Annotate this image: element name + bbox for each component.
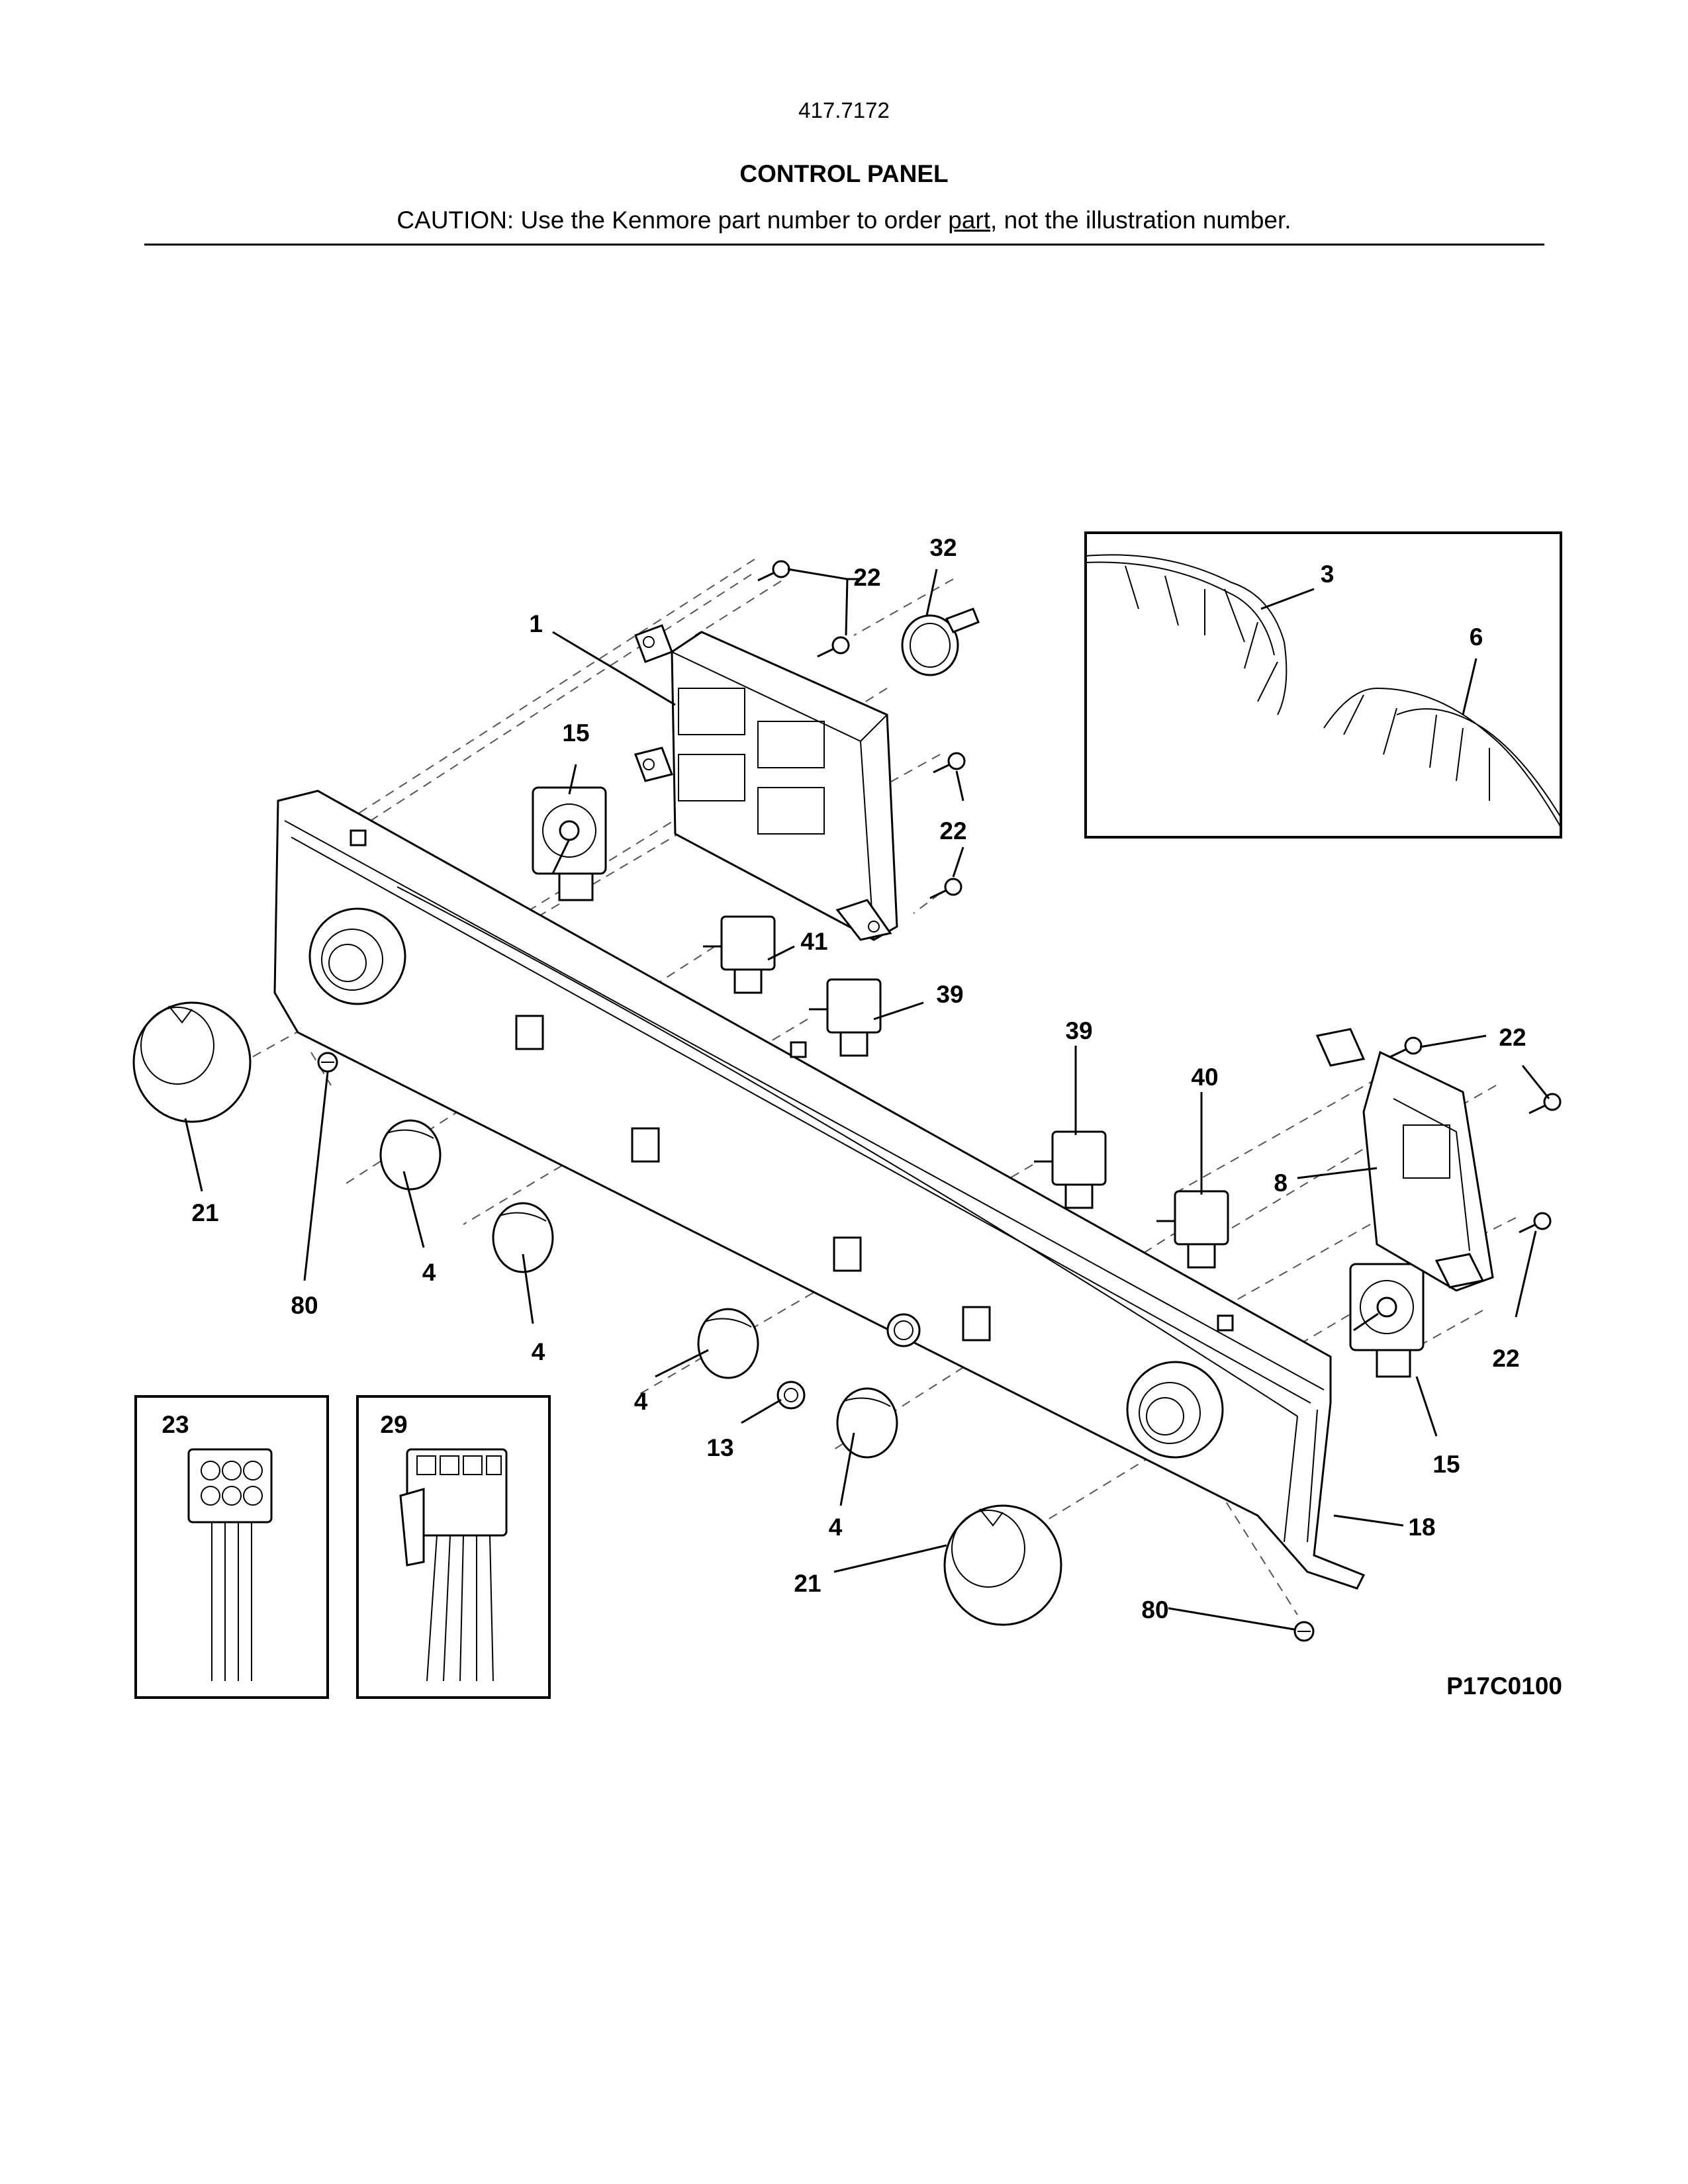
callout-labels: 1 32 22 22 22 22 15 15 41 39 39 40 8 21 … bbox=[162, 534, 1562, 1700]
small-knob-b bbox=[492, 1202, 554, 1273]
switch-39-left bbox=[809, 978, 882, 1057]
switch-40 bbox=[1156, 1190, 1229, 1269]
callout-15-left: 15 bbox=[562, 719, 589, 747]
callout-22-right-bottom: 22 bbox=[1492, 1345, 1519, 1372]
callout-41: 41 bbox=[800, 928, 827, 955]
callout-4-d: 4 bbox=[829, 1514, 843, 1541]
callout-39-right: 39 bbox=[1065, 1017, 1092, 1044]
control-board-bracket bbox=[1315, 1028, 1494, 1292]
rotary-selector-right bbox=[1349, 1263, 1425, 1378]
caution-note: CAUTION: Use the Kenmore part number to … bbox=[0, 206, 1688, 234]
callout-80-right: 80 bbox=[1141, 1596, 1168, 1623]
callout-21-right: 21 bbox=[794, 1570, 821, 1597]
small-knob-a bbox=[379, 1119, 442, 1191]
rotary-selector-left bbox=[532, 786, 607, 901]
callout-21-left: 21 bbox=[191, 1199, 218, 1226]
callout-23: 23 bbox=[162, 1411, 189, 1438]
callout-15-right: 15 bbox=[1432, 1451, 1460, 1478]
callout-8: 8 bbox=[1274, 1169, 1288, 1197]
callout-3: 3 bbox=[1321, 561, 1335, 588]
callout-32: 32 bbox=[929, 534, 957, 561]
switch-41 bbox=[703, 915, 776, 994]
model-number: 417.7172 bbox=[798, 98, 890, 122]
control-panel-housing bbox=[273, 790, 1366, 1590]
screw-22-mid-a bbox=[933, 752, 966, 774]
callout-4-a: 4 bbox=[422, 1259, 436, 1286]
caution-suffix: , not the illustration number. bbox=[990, 206, 1291, 234]
inset-wire-harness bbox=[1084, 531, 1562, 839]
callout-80-left: 80 bbox=[291, 1292, 318, 1319]
callout-40: 40 bbox=[1191, 1064, 1218, 1091]
mounting-screws bbox=[317, 560, 1562, 1642]
wire-tie bbox=[901, 608, 980, 676]
small-knob-c bbox=[697, 1308, 759, 1379]
inset-connector-23 bbox=[134, 1395, 329, 1699]
large-knob-left bbox=[132, 1001, 252, 1123]
small-knob-d bbox=[836, 1387, 898, 1459]
figure-code: P17C0100 bbox=[1446, 1672, 1562, 1700]
callout-13: 13 bbox=[706, 1434, 733, 1461]
switch-39-right bbox=[1034, 1130, 1107, 1209]
electronic-control-board bbox=[634, 624, 898, 941]
callout-6: 6 bbox=[1470, 623, 1483, 651]
screw-22-top-b bbox=[817, 636, 850, 658]
callout-22-top: 22 bbox=[853, 564, 880, 591]
screw-80-left bbox=[317, 1052, 338, 1073]
screw-80-right bbox=[1293, 1621, 1315, 1642]
callout-1: 1 bbox=[529, 610, 543, 637]
caution-prefix: CAUTION: Use the Kenmore part number to … bbox=[397, 206, 949, 234]
screw-22-top-a bbox=[757, 560, 790, 582]
callout-39-left: 39 bbox=[936, 981, 963, 1008]
callout-4-c: 4 bbox=[634, 1388, 648, 1415]
caution-underlined: part bbox=[948, 206, 991, 234]
screw-22-right-b bbox=[1528, 1093, 1562, 1115]
page-title: CONTROL PANEL bbox=[739, 160, 949, 187]
callout-4-b: 4 bbox=[532, 1338, 545, 1365]
indicator-button-13 bbox=[776, 1381, 806, 1410]
screw-22-mid-b bbox=[929, 878, 962, 899]
callout-18: 18 bbox=[1408, 1514, 1435, 1541]
inset-connector-29 bbox=[356, 1395, 551, 1699]
callout-22-right-top: 22 bbox=[1499, 1024, 1526, 1051]
callout-29: 29 bbox=[380, 1411, 407, 1438]
callout-22-mid: 22 bbox=[939, 817, 966, 844]
screw-22-right-c bbox=[1519, 1212, 1552, 1234]
header-rule bbox=[144, 244, 1544, 246]
large-knob-right bbox=[943, 1504, 1062, 1626]
screw-22-right-a bbox=[1389, 1036, 1423, 1058]
leader-lines bbox=[184, 568, 1550, 1631]
